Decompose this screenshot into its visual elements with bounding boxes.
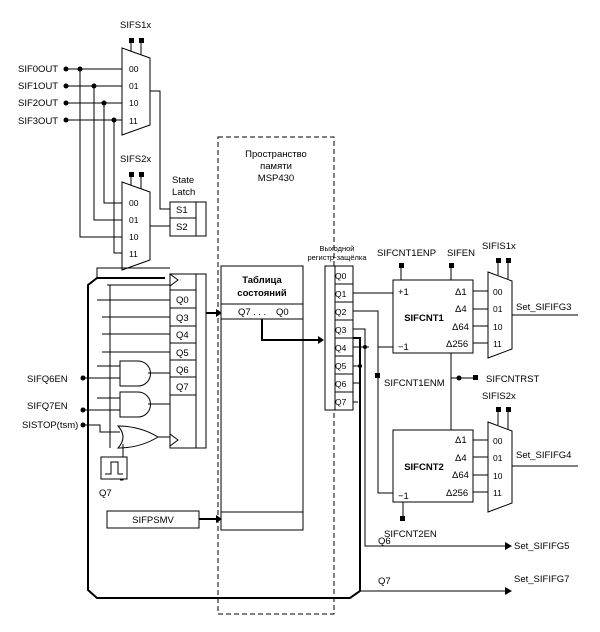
counter2-tap-64: Δ64 bbox=[452, 470, 469, 481]
counter-sifcnt2: SIFCNT2 −1 Δ1 Δ4 Δ64 Δ256 bbox=[392, 429, 474, 503]
output-latch-q7: Q7 bbox=[335, 397, 347, 407]
or-gate-stop bbox=[116, 425, 159, 449]
input-sif1out: SIF1OUT bbox=[18, 81, 58, 92]
counter1-enm: SIFCNT1ENM bbox=[384, 378, 445, 389]
mux-sifis1x-label: SIFIS1x bbox=[482, 241, 516, 252]
counter1-enp: SIFCNT1ENP bbox=[377, 248, 436, 259]
output-latch-q5: Q5 bbox=[335, 361, 347, 371]
counter1-minus: −1 bbox=[398, 342, 409, 353]
state-latch-q4: Q4 bbox=[176, 330, 189, 341]
state-latch-q5: Q5 bbox=[176, 348, 189, 359]
counter2-minus: −1 bbox=[398, 491, 409, 502]
and-gate-q6 bbox=[119, 360, 151, 387]
out-ifg7: Set_SIFIFG7 bbox=[514, 574, 569, 585]
mux-sifs2x: SIFS2x 00 01 10 11 bbox=[120, 154, 151, 271]
output-latch-q4: Q4 bbox=[335, 343, 347, 353]
counter1-tap-64: Δ64 bbox=[452, 322, 469, 333]
state-latch-title-1: State bbox=[172, 175, 194, 186]
counter2-en: SIFCNT2EN bbox=[384, 529, 437, 540]
counter2-name: SIFCNT2 bbox=[404, 462, 444, 473]
mux-sifis1x: SIFIS1x 00 01 10 11 bbox=[482, 241, 516, 359]
counter1-plus: +1 bbox=[398, 287, 409, 298]
state-latch: State Latch S1 S2 Q0 Q3 Q4 Q5 Q6 Q7 bbox=[169, 175, 207, 449]
memory-space: Пространство памяти MSP430 Таблица состо… bbox=[217, 136, 335, 615]
input-sif0out: SIF0OUT bbox=[18, 64, 58, 75]
counter-sifcnt1: SIFCNT1 +1 −1 Δ1 Δ4 Δ64 Δ256 bbox=[392, 279, 474, 354]
mux-sifis1x-in-00: 00 bbox=[493, 287, 503, 297]
counter1-name: SIFCNT1 bbox=[404, 313, 444, 324]
output-latch-q0: Q0 bbox=[335, 271, 347, 281]
input-sistop: SISTOP(tsm) bbox=[22, 420, 78, 431]
mux-sifis1x-in-01: 01 bbox=[493, 304, 503, 314]
state-latch-q0: Q0 bbox=[176, 295, 189, 306]
input-sif3out: SIF3OUT bbox=[18, 116, 58, 127]
out-ifg3: Set_SIFIFG3 bbox=[516, 302, 571, 313]
counter2-tap-1: Δ1 bbox=[455, 435, 467, 446]
output-latch-q1: Q1 bbox=[335, 289, 347, 299]
counter1-en: SIFEN bbox=[447, 248, 475, 259]
sifpsmv-label: SIFPSMV bbox=[132, 515, 174, 526]
output-latch-title-2: регистр-защёлка bbox=[307, 253, 367, 262]
mux-sifis2x-label: SIFIS2x bbox=[482, 391, 516, 402]
mux-sifs2x-in-01: 01 bbox=[129, 215, 139, 225]
mux-sifs1x: SIFS1x 00 01 10 11 bbox=[120, 20, 151, 136]
state-latch-q3: Q3 bbox=[176, 313, 189, 324]
mux-sifs1x-in-10: 10 bbox=[129, 98, 139, 108]
out-ifg4: Set_SIFIFG4 bbox=[516, 450, 571, 461]
input-sifq7en: SIFQ7EN bbox=[27, 401, 68, 412]
counter1-tap-4: Δ4 bbox=[455, 304, 467, 315]
state-latch-s2: S2 bbox=[176, 222, 188, 233]
mux-sifs1x-in-11: 11 bbox=[129, 116, 138, 126]
state-table-dots: . . . bbox=[253, 307, 266, 318]
mux-sifs1x-in-00: 00 bbox=[129, 64, 139, 74]
counter2-tap-4: Δ4 bbox=[455, 453, 467, 464]
and-gate-q7 bbox=[119, 391, 151, 418]
out-q6-label: Q6 bbox=[378, 536, 391, 547]
mux-sifis1x-in-11: 11 bbox=[493, 339, 502, 349]
mux-sifis2x-in-11: 11 bbox=[493, 488, 502, 498]
mux-sifis2x-in-01: 01 bbox=[493, 453, 503, 463]
cntrst-label: SIFCNTRST bbox=[486, 374, 540, 385]
output-latch-q6: Q6 bbox=[335, 379, 347, 389]
input-sifq6en: SIFQ6EN bbox=[27, 374, 68, 385]
counter2-tap-256: Δ256 bbox=[446, 488, 468, 499]
mux-sifs1x-label: SIFS1x bbox=[120, 20, 151, 31]
state-table-q7: Q7 bbox=[238, 307, 251, 318]
mux-sifs2x-in-10: 10 bbox=[129, 232, 139, 242]
state-table-title-2: состояний bbox=[237, 288, 287, 299]
pulse-q7-label: Q7 bbox=[99, 488, 112, 499]
state-table-title-1: Таблица bbox=[242, 275, 282, 286]
mux-sifis2x-in-00: 00 bbox=[493, 436, 503, 446]
counter1-tap-1: Δ1 bbox=[455, 287, 467, 298]
output-latch-q2: Q2 bbox=[335, 307, 347, 317]
mux-sifis2x-in-10: 10 bbox=[493, 471, 503, 481]
memory-label-3: MSP430 bbox=[258, 173, 294, 184]
input-sif2out: SIF2OUT bbox=[18, 98, 58, 109]
memory-label-2: памяти bbox=[260, 161, 292, 172]
counter1-tap-256: Δ256 bbox=[446, 339, 468, 350]
mux-sifs2x-in-11: 11 bbox=[129, 249, 138, 259]
mux-sifs2x-in-00: 00 bbox=[129, 198, 139, 208]
state-latch-title-2: Latch bbox=[172, 187, 195, 198]
output-latch-q3: Q3 bbox=[335, 325, 347, 335]
state-latch-q6: Q6 bbox=[176, 365, 189, 376]
memory-label-1: Пространство bbox=[245, 149, 307, 160]
mux-sifis1x-in-10: 10 bbox=[493, 322, 503, 332]
mux-sifis2x: SIFIS2x 00 01 10 11 bbox=[482, 391, 516, 513]
mux-sifs1x-in-01: 01 bbox=[129, 81, 139, 91]
state-table-q0: Q0 bbox=[276, 307, 289, 318]
state-latch-q7: Q7 bbox=[176, 382, 189, 393]
output-latch: Выходной регистр-защёлка Q0 Q1 Q2 Q3 Q4 … bbox=[307, 244, 367, 411]
out-ifg5: Set_SIFIFG5 bbox=[514, 541, 569, 552]
mux-sifs2x-label: SIFS2x bbox=[120, 154, 151, 165]
output-latch-title-1: Выходной bbox=[320, 244, 355, 253]
out-q7-label: Q7 bbox=[378, 576, 391, 587]
pulse-generator bbox=[100, 456, 128, 480]
state-latch-s1: S1 bbox=[176, 205, 188, 216]
